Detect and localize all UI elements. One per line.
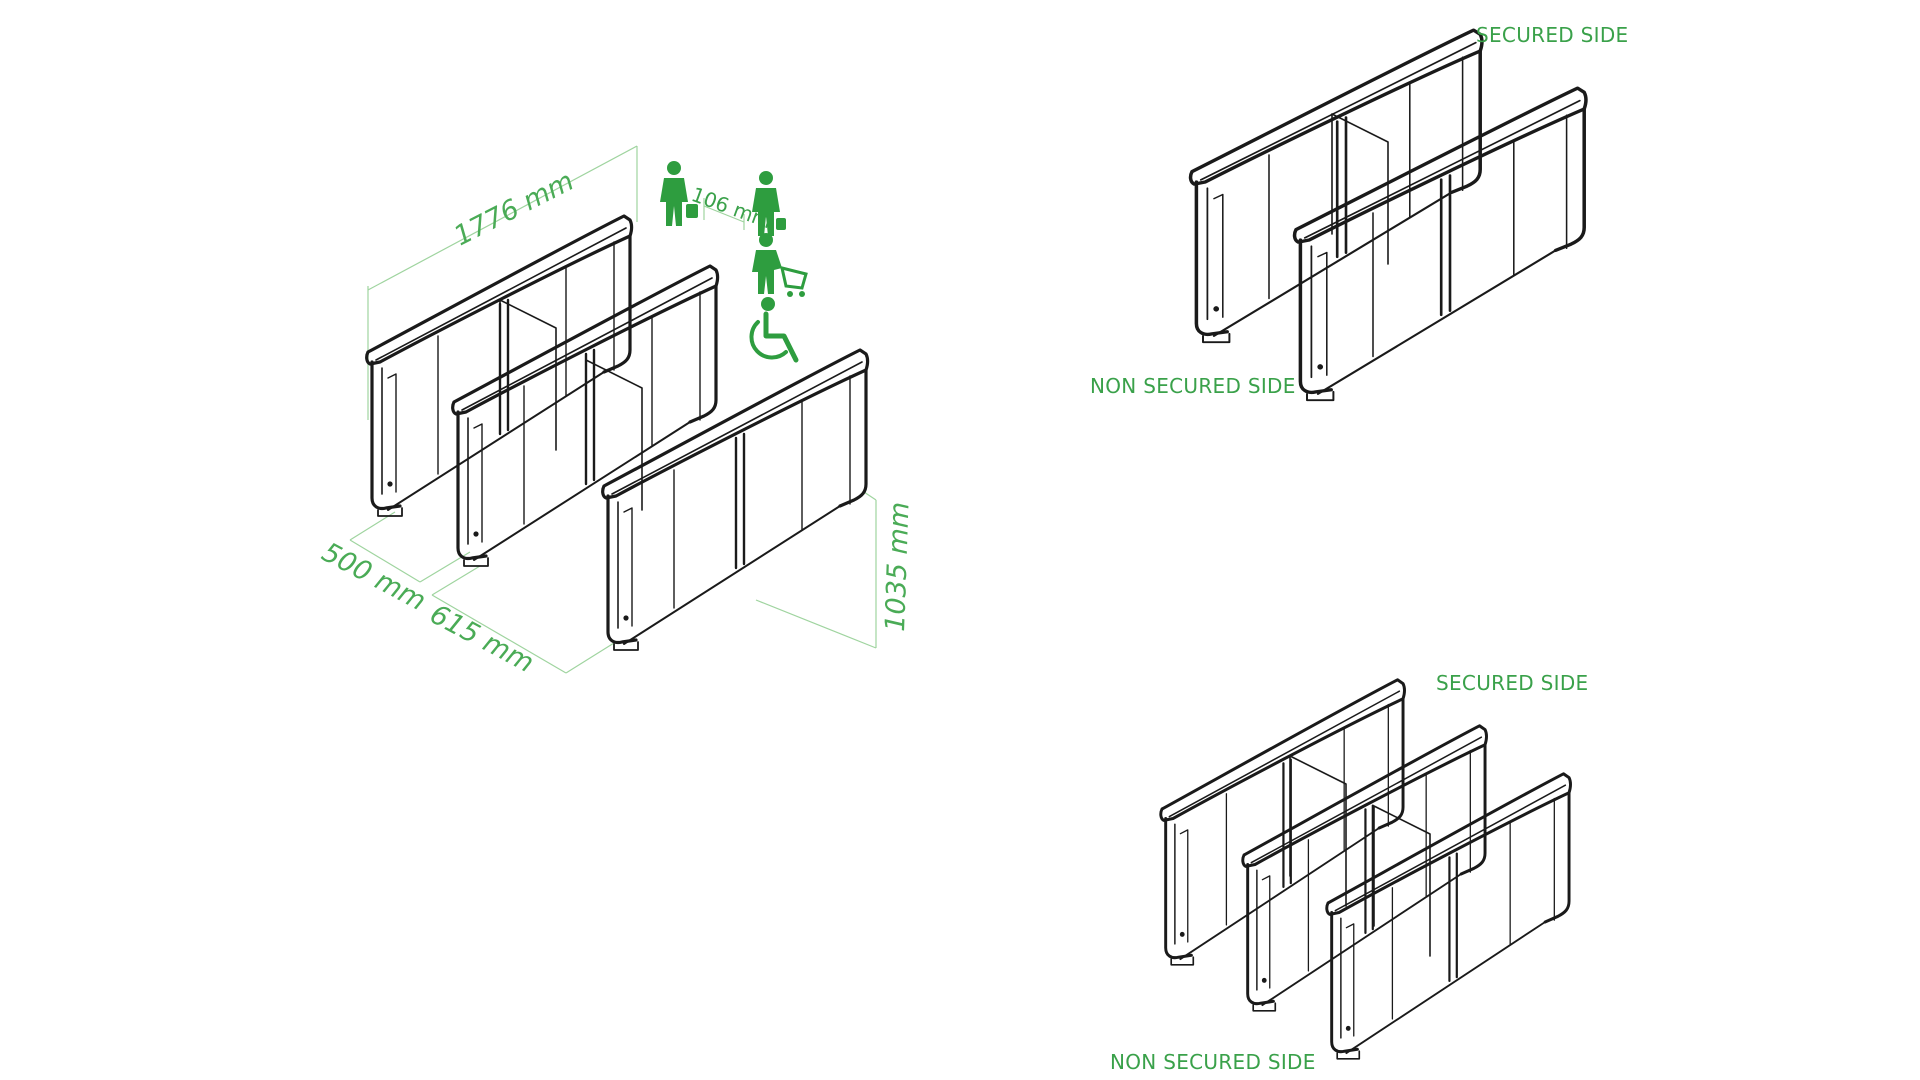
- person-with-trolley-icon: [752, 233, 808, 297]
- three-cabinet-view: SECURED SIDE NON SECURED SIDE: [1110, 671, 1588, 1074]
- person-icon: [752, 171, 786, 236]
- person-with-luggage-icon: [660, 161, 698, 226]
- length-dimension-label: 1776 mm: [449, 166, 579, 253]
- wheelchair-icon: [749, 297, 799, 363]
- two-cabinet-view: SECURED SIDE NON SECURED SIDE: [1090, 23, 1628, 402]
- non-secured-side-label: NON SECURED SIDE: [1090, 374, 1296, 398]
- secured-side-label: SECURED SIDE: [1476, 23, 1628, 47]
- secured-side-label: SECURED SIDE: [1436, 671, 1588, 695]
- passage-width-dimension-label: 615 mm: [425, 599, 539, 679]
- non-secured-side-label: NON SECURED SIDE: [1110, 1050, 1316, 1074]
- main-turnstile-view: 1776 mm 106 mm 500 mm 615 mm 1035 mm: [317, 145, 916, 679]
- depth-dimension-label: 500 mm: [317, 537, 431, 617]
- height-dimension-label: 1035 mm: [880, 501, 916, 632]
